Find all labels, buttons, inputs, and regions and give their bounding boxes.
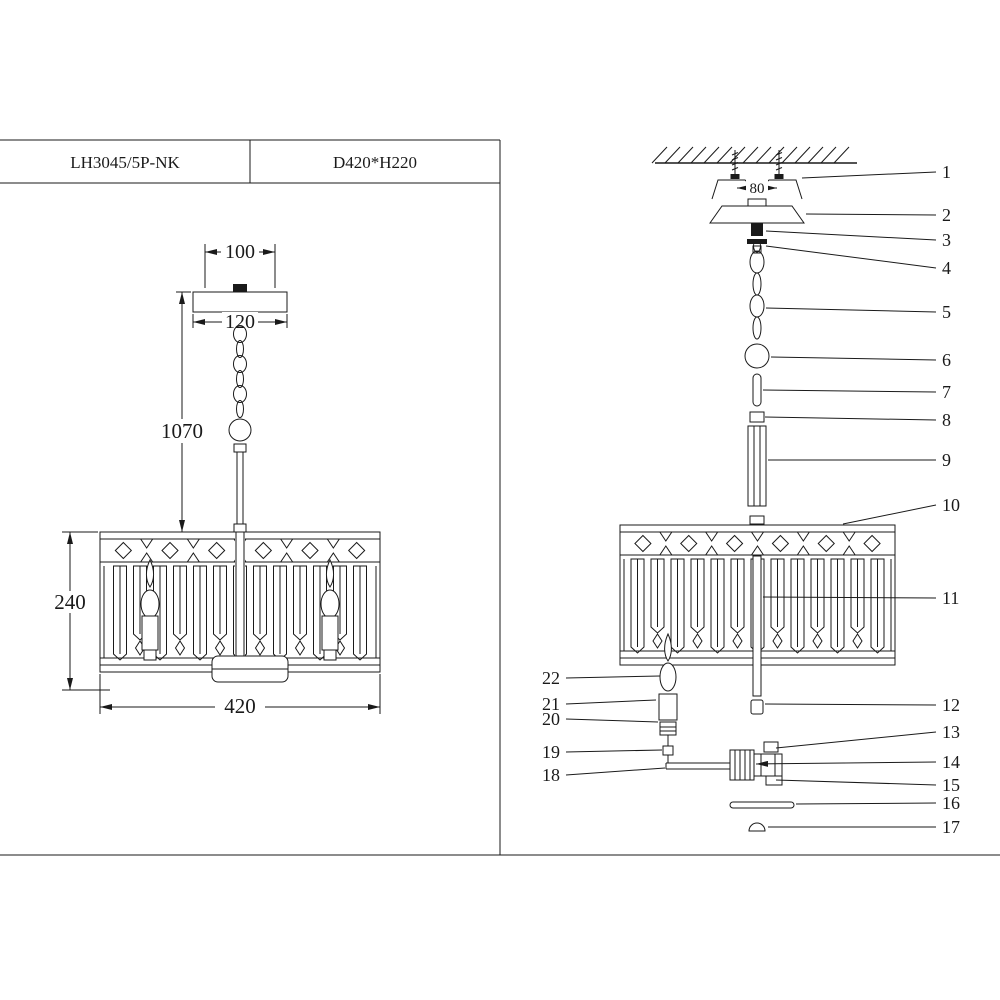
part-label-22: 22 — [542, 668, 560, 688]
dim-shade-height: 240 — [46, 531, 110, 691]
canopy-exploded — [709, 198, 805, 254]
bottom-cover-plate — [729, 801, 795, 809]
part-label-17: 17 — [942, 817, 960, 837]
dim-canopy-width: 120 — [192, 311, 288, 333]
shade-top-cap — [749, 515, 765, 525]
part-labels-left: 22 21 20 19 18 — [542, 668, 560, 785]
part-label-8: 8 — [942, 410, 951, 430]
dim-hang-height: 1070 — [156, 291, 208, 532]
front-view: 100 120 1070 — [46, 241, 381, 718]
mounting-screws — [730, 150, 784, 179]
coupler-nut — [749, 411, 765, 423]
dim-canopy-width-value: 120 — [225, 311, 255, 333]
center-column-front — [235, 532, 245, 657]
center-rod-exploded — [752, 555, 762, 697]
dim-top-width-value: 100 — [225, 241, 255, 263]
hook-ring-front — [228, 418, 252, 442]
part-label-11: 11 — [942, 588, 959, 608]
exploded-view: 80 — [542, 146, 960, 837]
dim-top-width: 100 — [204, 241, 276, 288]
hook-ring-exploded — [744, 343, 770, 369]
bottom-hub-front — [211, 655, 289, 683]
dim-shade-height-value: 240 — [54, 590, 86, 614]
part-label-12: 12 — [942, 695, 960, 715]
part-label-21: 21 — [542, 694, 560, 714]
ceiling — [651, 146, 857, 164]
part-label-1: 1 — [942, 162, 951, 182]
part-label-18: 18 — [542, 765, 560, 785]
part-label-19: 19 — [542, 742, 560, 762]
lower-finial-sleeve — [750, 699, 764, 715]
part-label-10: 10 — [942, 495, 960, 515]
dim-screw-spacing: 80 — [737, 180, 777, 197]
chain-small-link — [753, 239, 761, 253]
leader-lines-right — [755, 171, 937, 828]
part-label-14: 14 — [942, 752, 960, 772]
part-label-4: 4 — [942, 258, 951, 278]
size-code: D420*H220 — [333, 153, 417, 172]
model-code: LH3045/5P-NK — [70, 153, 180, 172]
candle-bulbs-front — [140, 558, 340, 661]
dim-screw-spacing-value: 80 — [750, 181, 765, 197]
ceiling-hatch — [651, 146, 850, 164]
dim-shade-diameter: 420 — [99, 674, 381, 718]
stem-rod-front — [233, 443, 247, 533]
dim-shade-diameter-value: 420 — [224, 694, 256, 718]
connector-link — [752, 373, 762, 407]
leader-lines-left — [565, 675, 666, 776]
chain-front — [233, 325, 247, 418]
part-label-20: 20 — [542, 709, 560, 729]
down-rod — [747, 425, 767, 507]
dim-hang-height-value: 1070 — [161, 419, 203, 443]
part-label-9: 9 — [942, 450, 951, 470]
part-label-6: 6 — [942, 350, 951, 370]
part-labels-right: 1 2 3 4 5 6 7 8 9 10 11 12 13 14 15 16 1… — [942, 162, 960, 837]
sheet-frame — [0, 139, 1000, 856]
part-label-3: 3 — [942, 230, 951, 250]
part-label-16: 16 — [942, 793, 960, 813]
bottom-cap — [748, 822, 766, 832]
part-label-15: 15 — [942, 775, 960, 795]
part-label-7: 7 — [942, 382, 951, 402]
part-label-13: 13 — [942, 722, 960, 742]
part-label-2: 2 — [942, 205, 951, 225]
spec-table: LH3045/5P-NK D420*H220 — [70, 153, 417, 172]
part-label-5: 5 — [942, 302, 951, 322]
chain-exploded — [749, 250, 765, 340]
candle-exploded — [658, 632, 732, 770]
